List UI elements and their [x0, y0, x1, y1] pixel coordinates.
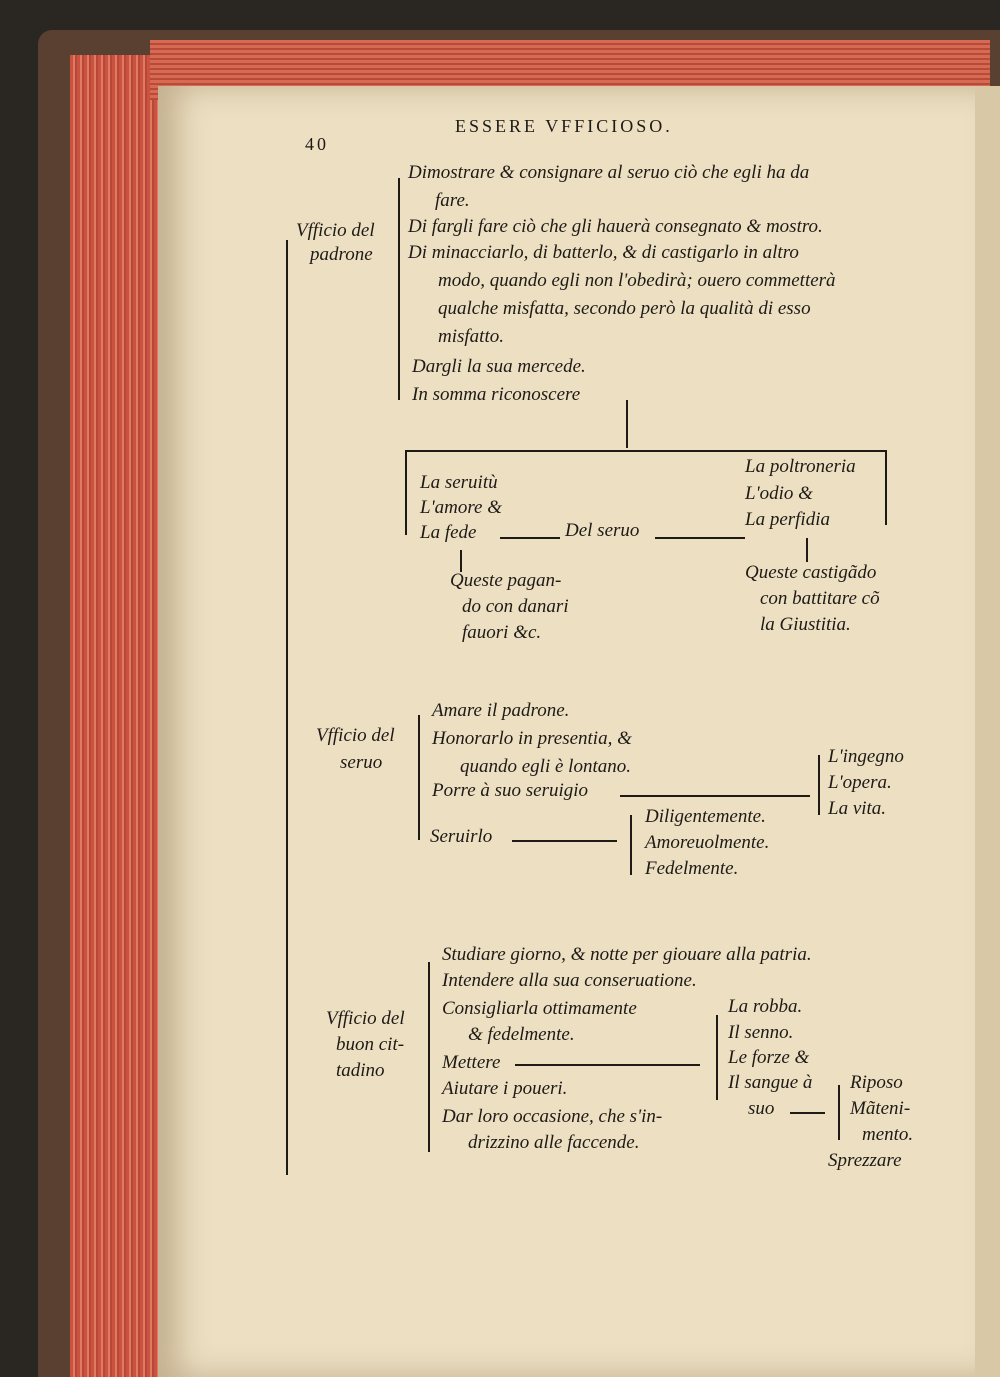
seruo-label: seruo: [340, 752, 383, 773]
seruirlo-item: Amoreuolmente.: [645, 832, 770, 853]
cittadino-line: Studiare giorno, & notte per giouare all…: [442, 944, 812, 965]
mettere-bracket: [716, 1015, 718, 1100]
vice: La poltroneria: [745, 456, 856, 477]
padrone-line: Di minacciarlo, di batterlo, & di castig…: [408, 242, 799, 263]
padrone-line: modo, quando egli non l'obedirà; ouero c…: [438, 270, 836, 291]
cittadino-line: Intendere alla sua conseruatione.: [442, 970, 697, 991]
mettere-item: Le forze &: [728, 1047, 810, 1068]
cittadino-line: drizzino alle faccende.: [468, 1132, 640, 1153]
porre-bracket: [818, 755, 820, 815]
virtue: La fede: [420, 522, 477, 543]
page-number: 40: [305, 134, 329, 154]
seruirlo-bracket: [630, 815, 632, 875]
middle-bracket-left: [405, 450, 407, 535]
dash: [655, 537, 745, 539]
seruo-line: Honorarlo in presentia, &: [432, 728, 632, 749]
seruo-line: Amare il padrone.: [432, 700, 570, 721]
connector-line: [626, 400, 628, 448]
cittadino-line: Consigliarla ottimamente: [442, 998, 637, 1019]
middle-bracket-top: [405, 450, 885, 452]
seruo-line: Porre à suo seruigio: [432, 780, 589, 801]
facing-page-edge: [975, 86, 1000, 1377]
padrone-label: padrone: [310, 244, 373, 265]
seruirlo-item: Diligentemente.: [645, 806, 766, 827]
seruo-bracket: [418, 715, 420, 840]
virtue: La seruitù: [420, 472, 498, 493]
padrone-line: Di fargli fare ciò che gli hauerà conseg…: [408, 216, 823, 237]
catchword: Sprezzare: [828, 1150, 902, 1171]
seruo-line: Seruirlo: [430, 826, 493, 847]
padrone-line: Dimostrare & consignare al seruo ciò che…: [408, 162, 810, 183]
suo-item: Mãteni-: [850, 1098, 911, 1119]
padrone-line: qualche misfatta, secondo però la qualit…: [438, 298, 811, 319]
cittadino-label: buon cit-: [336, 1034, 405, 1055]
padrone-line: misfatto.: [438, 326, 504, 347]
padrone-line: fare.: [435, 190, 470, 211]
connector-line: [460, 550, 462, 572]
note-left: do con danari: [462, 596, 569, 617]
page-edges: [70, 55, 165, 1377]
mettere-item: suo: [748, 1098, 775, 1119]
del-seruo: Del seruo: [565, 520, 640, 541]
padrone-label: Vfficio del: [296, 220, 375, 241]
dash: [500, 537, 560, 539]
connector-line: [806, 538, 808, 562]
running-title: ESSERE VFFICIOSO.: [455, 116, 673, 136]
dash: [515, 1064, 700, 1066]
book-page: [158, 86, 978, 1377]
middle-bracket-right: [885, 450, 887, 525]
note-right: con battitare cõ: [760, 588, 880, 609]
mettere-item: La robba.: [728, 996, 803, 1017]
seruirlo-item: Fedelmente.: [645, 858, 739, 879]
porre-item: L'opera.: [828, 772, 892, 793]
cittadino-line: Aiutare i poueri.: [442, 1078, 568, 1099]
virtue: L'amore &: [420, 497, 503, 518]
note-left: fauori &c.: [462, 622, 542, 643]
vice: L'odio &: [745, 483, 813, 504]
porre-item: La vita.: [828, 798, 887, 819]
vice: La perfidia: [745, 509, 830, 530]
seruo-label: Vfficio del: [316, 725, 395, 746]
suo-item: mento.: [862, 1124, 914, 1145]
note-left: Queste pagan-: [450, 570, 562, 591]
cittadino-label: Vfficio del: [326, 1008, 405, 1029]
main-bracket: [286, 240, 288, 1175]
mettere-item: Il sangue à: [728, 1072, 813, 1093]
padrone-line: Dargli la sua mercede.: [412, 356, 586, 377]
dash: [790, 1112, 825, 1114]
suo-bracket: [838, 1085, 840, 1140]
cittadino-line: Mettere: [442, 1052, 501, 1073]
suo-item: Riposo: [850, 1072, 903, 1093]
padrone-bracket: [398, 178, 400, 400]
dash: [620, 795, 810, 797]
dash: [512, 840, 617, 842]
cittadino-line: & fedelmente.: [468, 1024, 575, 1045]
note-right: Queste castigãdo: [745, 562, 877, 583]
note-right: la Giustitia.: [760, 614, 851, 635]
mettere-item: Il senno.: [728, 1022, 794, 1043]
cittadino-bracket: [428, 962, 430, 1152]
porre-item: L'ingegno: [828, 746, 904, 767]
padrone-line: In somma riconoscere: [412, 384, 581, 405]
cittadino-label: tadino: [336, 1060, 385, 1081]
cittadino-line: Dar loro occasione, che s'in-: [442, 1106, 663, 1127]
seruo-line: quando egli è lontano.: [460, 756, 631, 777]
